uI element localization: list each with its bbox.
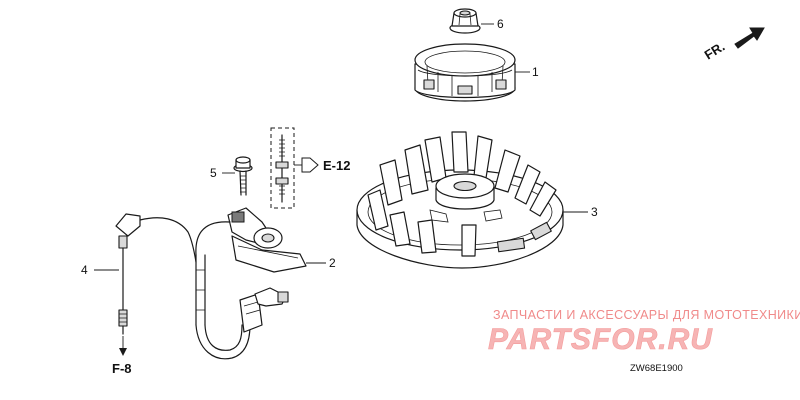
- callout-2: 2: [329, 256, 336, 270]
- callout-4: 4: [81, 263, 88, 277]
- watermark-tagline: ЗАПЧАСТИ И АКСЕССУАРЫ ДЛЯ МОТОТЕХНИКИ: [493, 308, 800, 322]
- callout-1: 1: [532, 65, 539, 79]
- watermark-logo: PARTSFOR.RU: [488, 323, 713, 356]
- f8-arrow-icon: [119, 348, 127, 356]
- ignition-coil: [195, 207, 307, 360]
- starter-pulley: [414, 43, 516, 102]
- e12-arrow-icon: [301, 157, 319, 173]
- ref-f8: F-8: [112, 361, 132, 376]
- mounting-bolt: [233, 156, 253, 196]
- front-arrow-icon: [734, 27, 765, 49]
- front-label: FR.: [702, 39, 728, 63]
- front-direction-marker: FR.: [702, 27, 765, 63]
- callout-5: 5: [210, 166, 217, 180]
- stud-reference-group: [270, 127, 319, 209]
- callout-3: 3: [591, 205, 598, 219]
- flange-nut: [449, 8, 481, 34]
- f8-reference: [119, 336, 127, 356]
- ref-e12: E-12: [323, 158, 350, 173]
- drawing-code: ZW68E1900: [630, 363, 683, 374]
- flywheel: [356, 131, 564, 269]
- callout-6: 6: [497, 17, 504, 31]
- stop-switch-wire: [115, 213, 197, 335]
